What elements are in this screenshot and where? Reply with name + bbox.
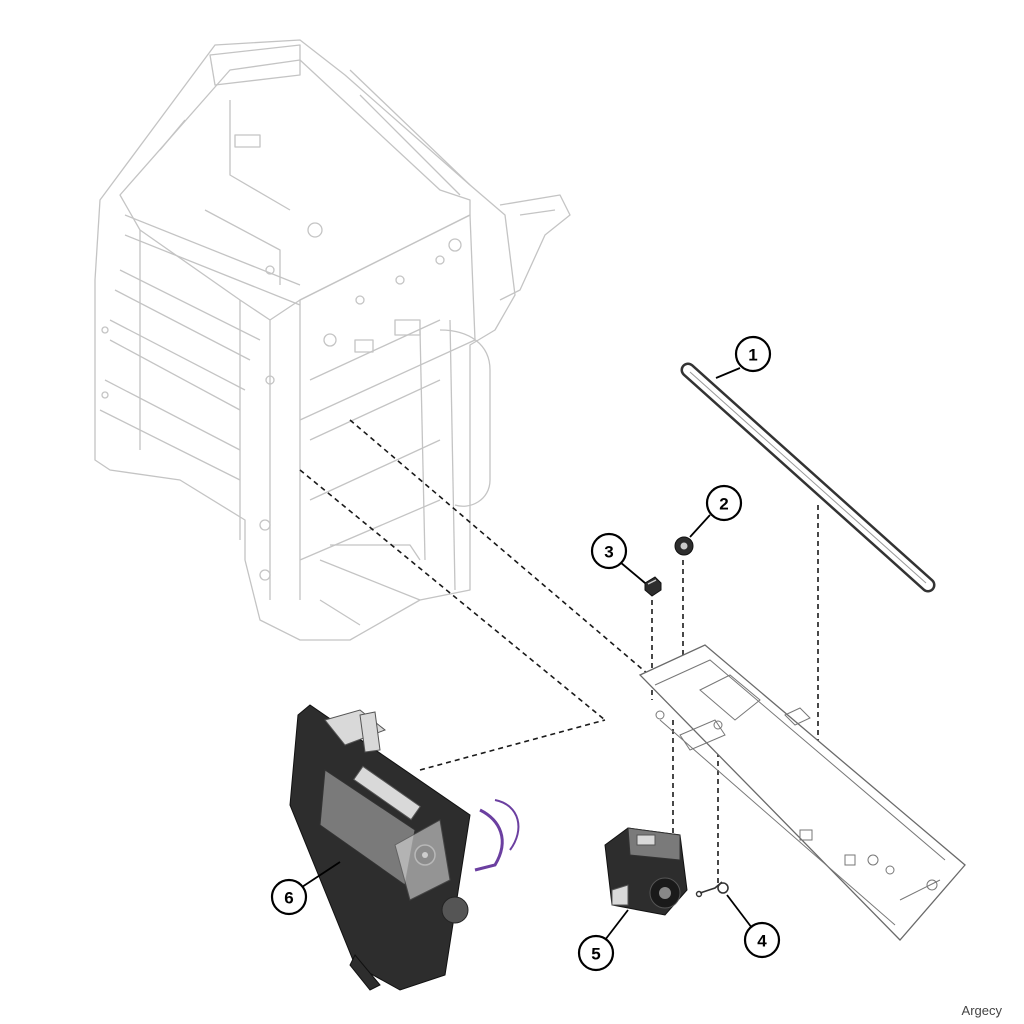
callout-6-label: 6 [284, 889, 293, 908]
part-3-bracket [644, 576, 662, 597]
assembly-line-6-to-frame [299, 469, 606, 721]
printer-frame [94, 39, 571, 641]
part-4-spring [695, 881, 729, 898]
watermark-text: Argecy [961, 1003, 1002, 1018]
callout-4: 4 [743, 921, 781, 959]
callout-1-label: 1 [748, 346, 757, 365]
callout-4-label: 4 [757, 932, 767, 951]
callout-5: 5 [577, 934, 615, 972]
part-2-gear [674, 536, 694, 556]
assembly-line-6-to-plate [419, 719, 606, 771]
part-5-drive-assembly [604, 827, 688, 916]
part-6-feed-assembly [289, 704, 520, 991]
callout-3-label: 3 [604, 543, 613, 562]
callout-3: 3 [590, 532, 628, 570]
assembly-lines [299, 419, 819, 885]
callout-5-label: 5 [591, 945, 600, 964]
callout-2-label: 2 [719, 495, 728, 514]
callout-2: 2 [705, 484, 743, 522]
callouts: 1 2 3 4 5 6 [270, 335, 781, 972]
part-1-rod [680, 362, 936, 593]
assembly-line-plate-to-frame [349, 419, 656, 681]
callout-6: 6 [270, 878, 308, 916]
main-plate-assembly [638, 644, 966, 941]
callout-1: 1 [734, 335, 772, 373]
